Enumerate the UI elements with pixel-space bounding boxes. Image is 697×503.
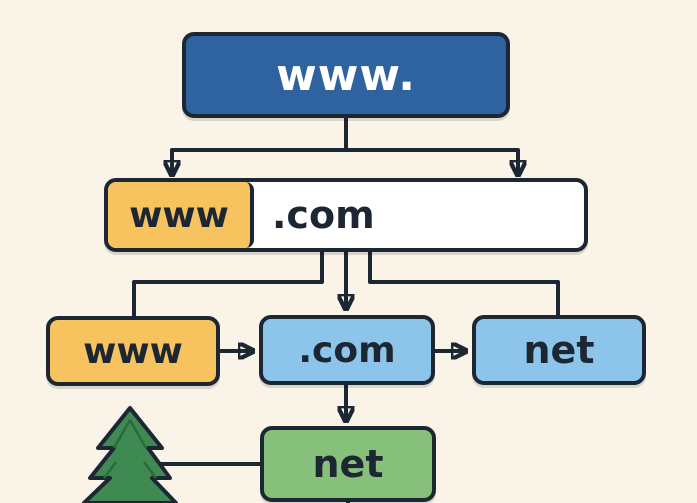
connector-top-split [170,116,520,152]
www-node: www [46,316,220,386]
combined-domain-node: www .com [104,178,588,252]
combined-com-label: .com [272,193,375,237]
connector-wide-to-net [368,252,560,315]
com-node: .com [259,315,435,385]
top-domain-node: www. [182,32,510,118]
net-node-right-label: net [523,328,595,372]
pine-tree-icon [82,406,178,503]
net-node-right: net [472,315,646,385]
net-node-bottom-label: net [312,442,384,486]
combined-www-label: www [129,194,229,236]
combined-www-segment: www [108,182,254,248]
net-node-bottom: net [260,426,436,502]
www-node-label: www [83,330,183,372]
top-domain-label: www. [276,49,416,101]
com-node-label: .com [298,329,396,371]
connector-wide-to-www [132,252,324,316]
